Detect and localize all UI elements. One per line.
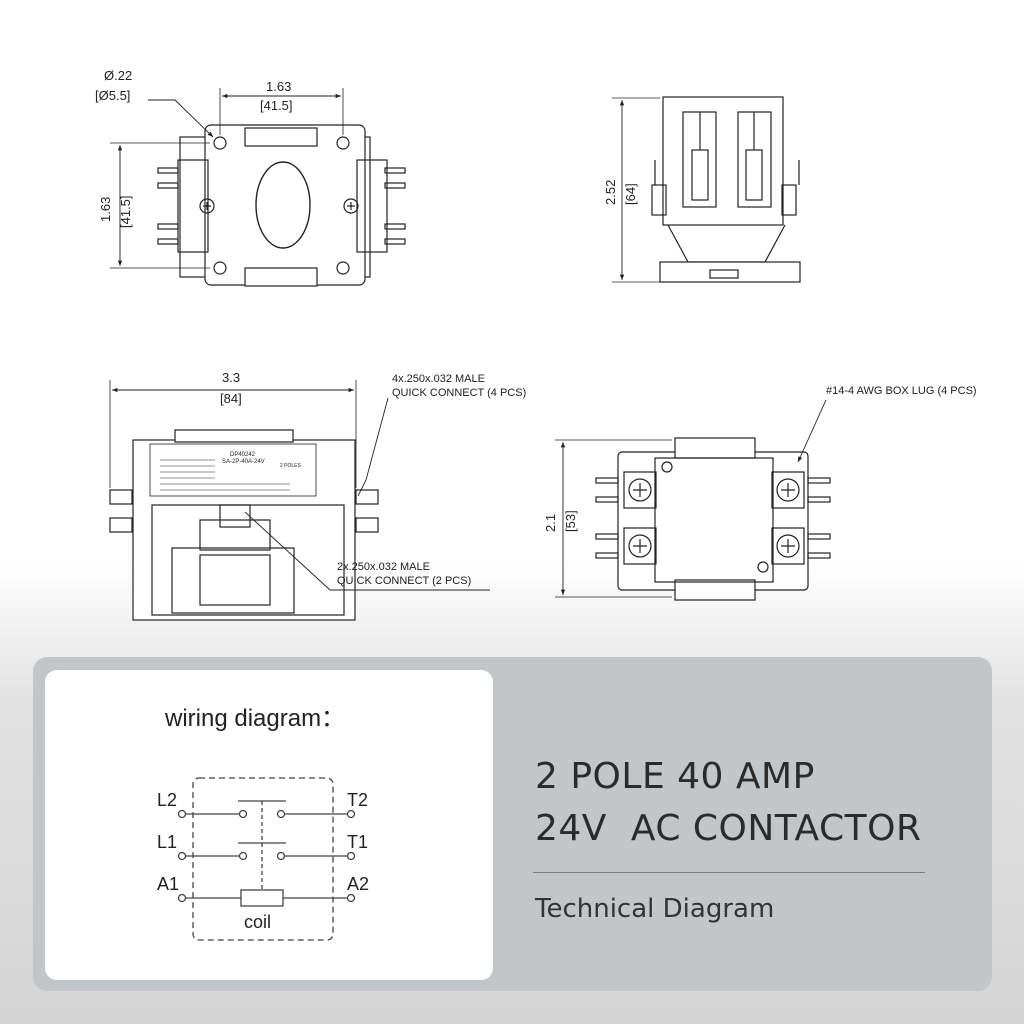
box-lug-note: #14-4 AWG BOX LUG (4 PCS) — [826, 385, 977, 397]
front-view — [109, 380, 490, 621]
label-t1: T1 — [347, 832, 368, 852]
label-t2: T2 — [347, 790, 368, 810]
label-l2: L2 — [157, 790, 177, 810]
product-subtitle: Technical Diagram — [535, 894, 775, 924]
technical-drawing: Ø.22 [Ø5.5] 1.63 [41.5] 1.63 [41.5] 2.52… — [95, 68, 977, 621]
top-width-mm: [41.5] — [260, 98, 293, 113]
bottom-height-mm: [53] — [563, 510, 578, 532]
divider — [533, 872, 925, 873]
qc2-line1: 2x.250x.032 MALE — [337, 561, 430, 573]
top-height-in: 1.63 — [98, 197, 113, 222]
product-title-line1: 2 POLE 40 AMP — [535, 756, 815, 797]
side-view — [612, 96, 801, 283]
wiring-card: wiring diagram： — [45, 670, 493, 980]
label-a1: A1 — [157, 874, 179, 894]
wiring-title: wiring diagram： — [165, 705, 346, 732]
bottom-view — [555, 399, 831, 601]
qc2-line2: QUICK CONNECT (2 PCS) — [337, 575, 471, 587]
bottom-height-in: 2.1 — [543, 514, 558, 532]
hole-dia-in: Ø.22 — [104, 68, 132, 83]
label-a2: A2 — [347, 874, 369, 894]
qc4-line2: QUICK CONNECT (4 PCS) — [392, 387, 526, 399]
product-title-line2: 24V AC CONTACTOR — [535, 808, 922, 849]
side-height-in: 2.52 — [603, 180, 618, 205]
top-height-mm: [41.5] — [118, 195, 133, 228]
top-view — [110, 88, 406, 287]
hole-dia-mm: [Ø5.5] — [95, 88, 130, 103]
side-height-mm: [64] — [623, 183, 638, 205]
front-width-mm: [84] — [220, 391, 242, 406]
label-coil: coil — [244, 912, 271, 932]
label-part: SA-2P-40A-24V — [222, 459, 265, 465]
front-width-in: 3.3 — [222, 370, 240, 385]
label-l1: L1 — [157, 832, 177, 852]
wiring-diagram: L2 T2 L1 T1 A1 A2 coil — [157, 777, 369, 941]
qc4-line1: 4x.250x.032 MALE — [392, 373, 485, 385]
top-width-in: 1.63 — [266, 79, 291, 94]
label-model: DP40242 — [230, 452, 256, 458]
label-poles: 2 POLES — [280, 463, 302, 469]
